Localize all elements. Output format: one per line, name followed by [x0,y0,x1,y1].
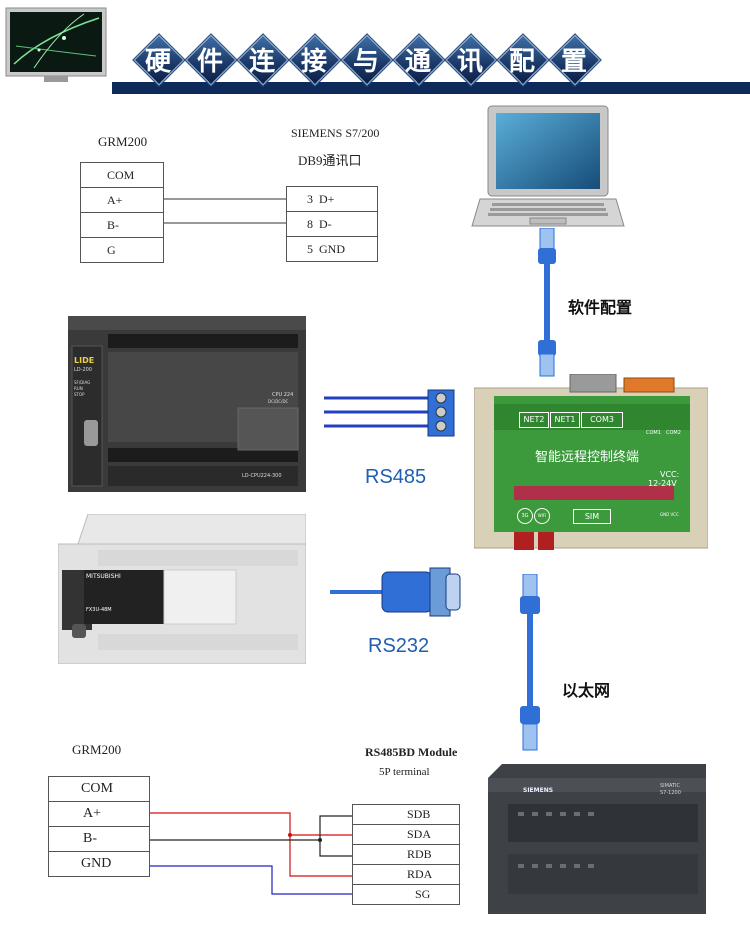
title-char: 配 [508,47,535,77]
title-char: 件 [196,47,223,77]
top-left-title: GRM200 [98,134,148,149]
table-cell: RDA [352,864,460,885]
table-cell: GND [48,851,150,877]
laptop-icon [471,105,625,227]
table-cell: COM [48,776,150,802]
page-title: 硬 件 连 接 与 通 讯 配 置 [132,34,602,86]
monitor-icon [5,7,107,82]
title-char: 与 [352,47,379,77]
table-cell: COM [80,162,164,188]
terminal-com2: COM2 [666,430,681,436]
top-right-subtitle: DB9通讯口 [298,153,362,168]
bottom-wiring-lines [150,812,352,895]
ethernet-cable-top [538,228,556,377]
table-cell: SG [352,884,460,905]
plc1-status-run: RUN [74,386,83,391]
plc1-status-stop: STOP [74,392,85,397]
top-right-title: SIEMENS S7/200 [291,126,380,140]
plc1-model: LD-200 [74,367,92,373]
title-char: 连 [248,47,275,77]
plc1-status-sf: SF/DIAG [74,380,91,385]
rs485-wires [324,389,455,437]
terminal-device-icon [474,374,708,550]
bottom-right-table: SDB SDA RDB RDA SG [352,804,460,905]
plc1-cpu: CPU 224 [272,392,294,398]
bottom-left-table: COM A+ B- GND [48,776,150,877]
plc-mitsubishi-icon [58,514,306,664]
terminal-com1: COM1 [646,430,661,436]
plc-siemens-s7-1200-icon [488,764,706,914]
title-char: 讯 [456,47,483,77]
plc2-model: FX3U-48M [86,607,112,613]
table-cell: G [80,237,164,263]
bottom-left-title: GRM200 [72,742,122,757]
top-left-table: COM A+ B- G [80,162,164,263]
terminal-port-net1: NET1 [550,412,580,428]
plc3-brand: SIEMENS [523,787,554,794]
terminal-vcc-range: 12-24V [648,479,677,488]
table-cell: A+ [80,187,164,213]
rs232-label: RS232 [368,635,430,657]
bottom-right-subtitle: 5P terminal [379,766,430,778]
ethernet-label: 以太网 [562,681,611,700]
rs485-label: RS485 [365,466,427,488]
terminal-vcc: VCC: [660,470,680,479]
top-wiring-lines [164,198,286,224]
terminal-port-com3: COM3 [581,412,623,428]
rs232-db9-connector-icon [330,567,461,617]
pin-number: 8 [307,216,313,231]
pin-signal: D- [319,216,332,231]
pin-signal: D+ [319,191,335,206]
plc3-model: SIMATIC [660,783,681,789]
terminal-3g-badge: 3G [517,508,533,524]
bottom-right-title: RS485BD Module [365,745,458,759]
terminal-sim-slot: SIM [573,509,611,524]
title-char: 置 [560,47,587,77]
plc1-brand: LIDE [74,356,95,365]
header-bar [112,82,750,94]
title-char: 硬 [144,47,171,77]
plc2-brand: MITSUBISHI [86,573,121,580]
plc1-footer: LD-CPU224-300 [242,473,282,479]
top-right-table: 3 D+ 8 D- 5 GND [286,186,378,262]
pin-number: 3 [307,191,313,206]
terminal-gnd-vcc: GND VCC [660,512,679,517]
pin-number: 5 [307,241,313,256]
title-char: 接 [300,47,327,77]
title-char: 通 [404,47,431,77]
pin-signal: GND [319,241,345,256]
terminal-wifi-badge: WIFI [534,508,550,524]
ethernet-cable-bottom [520,574,540,751]
terminal-name: 智能远程控制终端 [535,450,640,465]
terminal-port-net2: NET2 [519,412,549,428]
software-config-label: 软件配置 [568,298,633,317]
plc1-cpu-sub: DC/DC/DC [268,399,289,404]
plc-lide-icon [68,316,306,492]
plc3-model-sub: S7-1200 [660,790,681,796]
terminal-serial: S6053-N2YW SN:1588008C0833 [456,424,462,506]
